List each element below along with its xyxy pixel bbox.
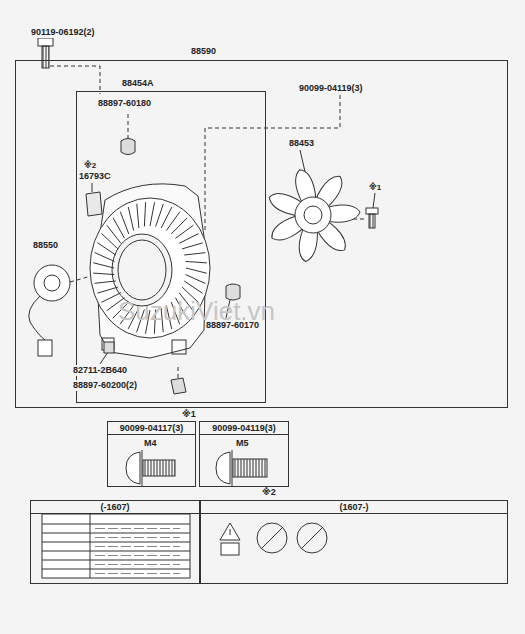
row-line	[42, 533, 190, 534]
part-box: 8859088454A	[15, 60, 508, 408]
box-heading: ※1	[182, 409, 196, 420]
fin	[184, 253, 205, 255]
fan-blades	[266, 168, 360, 263]
box-heading: (1607-)	[201, 502, 507, 514]
fin	[93, 273, 114, 274]
text-line	[95, 573, 180, 574]
fin	[93, 263, 114, 268]
text-line	[95, 555, 180, 556]
callout-number: 88897-60200(2)	[72, 380, 138, 391]
fin	[150, 202, 155, 226]
fin	[95, 281, 116, 283]
fin	[137, 204, 139, 228]
size-label: M4	[144, 438, 157, 449]
callout-number: 88453	[288, 138, 315, 149]
note-mark: ※2	[83, 160, 97, 171]
fin	[186, 261, 207, 262]
text-line	[95, 528, 180, 529]
callout-number: 90099-04119(3)	[298, 83, 364, 94]
box-heading: 90099-04119(3)	[200, 423, 288, 435]
fin	[101, 293, 121, 303]
fin	[175, 225, 193, 238]
callout-number: 16793C	[78, 171, 112, 182]
fin	[186, 275, 206, 284]
fin	[182, 243, 203, 249]
note-mark: ※1	[368, 182, 382, 193]
col-line	[90, 514, 91, 578]
row-line	[42, 569, 190, 570]
part-box: 90099-04119(3) M5	[199, 421, 289, 487]
box-heading: 88590	[191, 46, 216, 57]
callout-number: 90119-06192(2)	[30, 27, 96, 38]
text-line	[95, 564, 180, 565]
fin	[128, 207, 133, 231]
part-box: 88454A	[76, 91, 266, 403]
size-label: M5	[236, 438, 249, 449]
row-line	[42, 560, 190, 561]
fin	[95, 252, 115, 261]
group-box: ※2(-1607)(1607-)	[30, 500, 508, 584]
callout-number: 82711-2B640	[72, 365, 128, 376]
fin	[120, 212, 129, 234]
part-box: (-1607)	[30, 500, 200, 584]
callout-number: 88897-60180	[97, 98, 152, 109]
row-line	[42, 551, 190, 552]
callout-number: 88550	[32, 240, 59, 251]
box-heading: ※2	[262, 487, 276, 498]
box-heading: 88454A	[122, 78, 154, 89]
text-line	[95, 537, 180, 538]
fin	[144, 202, 145, 226]
box-heading: (-1607)	[31, 502, 199, 514]
row-line	[42, 524, 190, 525]
fin	[97, 287, 118, 293]
part-box: 90099-04117(3) M4	[107, 421, 196, 487]
box-heading: 90099-04117(3)	[108, 423, 195, 435]
warning-table	[42, 514, 190, 578]
watermark: SuzukiViet.vn	[118, 296, 275, 326]
fin	[186, 268, 207, 273]
fin	[179, 234, 199, 244]
row-line	[42, 542, 190, 543]
group-box: ※190099-04117(3)M490099-04119(3)M5	[107, 421, 289, 487]
fin	[113, 218, 124, 239]
part-box: (1607-)	[200, 500, 508, 584]
text-line	[95, 546, 180, 547]
fin	[156, 204, 164, 227]
